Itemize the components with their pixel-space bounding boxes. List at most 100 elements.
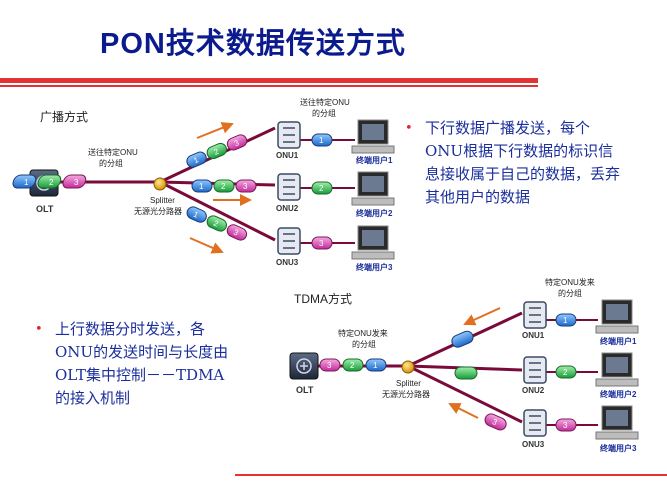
user-label: 终端用户3 — [355, 262, 393, 272]
splitter-icon — [153, 177, 167, 191]
computer-icon — [595, 352, 639, 387]
user-label: 终端用户1 — [599, 336, 637, 346]
packet-2 — [311, 181, 333, 195]
packet-1 — [12, 174, 37, 189]
footer-rule — [235, 474, 667, 476]
broadcast-diagram: OLT 送往特定ONU 的分组 1 2 3 Splitter 无源光分路器 1 … — [12, 97, 395, 272]
packet-3 — [62, 174, 87, 189]
packet-label: 2 — [212, 219, 220, 229]
direction-arrow — [448, 403, 479, 419]
packet-group: 1 2 3 — [12, 174, 87, 189]
onu-note: 的分组 — [312, 108, 336, 118]
tdma-diagram: OLT 特定ONU发来 的分组 3 2 1 Splitter 无源光分路器 3 … — [289, 277, 639, 453]
packet-1 — [311, 133, 333, 147]
direction-arrow — [196, 122, 234, 139]
splitter-icon — [401, 360, 415, 374]
tdma-mode-label: TDMA方式 — [294, 292, 352, 306]
packet-3 — [555, 418, 577, 432]
onu-icon — [523, 356, 547, 384]
onu-note: 特定ONU发来 — [545, 277, 595, 287]
packet-label: 2 — [49, 178, 54, 187]
onu-label: ONU1 — [522, 331, 545, 340]
packet-label: 3 — [243, 182, 248, 191]
computer-icon — [595, 405, 639, 440]
packet-group: 3 2 1 — [319, 358, 387, 372]
branch-packets-lower: 1 2 3 — [186, 206, 248, 241]
computer-icon — [351, 225, 395, 260]
splitter-label: 无源光分路器 — [134, 206, 182, 216]
onu-icon — [523, 409, 547, 437]
bullet-line: ONU根据下行数据的标识信 — [425, 142, 614, 160]
olt-label: OLT — [36, 204, 54, 214]
packet-3 — [319, 358, 341, 372]
bullet-line: 其他用户的数据 — [425, 188, 531, 206]
olt-note: 送往特定ONU — [88, 147, 138, 157]
onu-icon — [277, 121, 301, 149]
fiber-line — [159, 180, 276, 242]
onu-icon — [277, 227, 301, 255]
upstream-packet — [454, 366, 478, 380]
bullet-line: 上行数据分时发送，各 — [55, 320, 206, 338]
packet-label: 3 — [74, 178, 79, 187]
olt-label: OLT — [296, 385, 314, 395]
packet-label: 2 — [221, 182, 226, 191]
packet-label: 3 — [319, 239, 324, 248]
packet-label: 1 — [24, 178, 29, 187]
packet-1 — [365, 358, 387, 372]
packet-label: 1 — [192, 155, 200, 165]
packet-label: 3 — [563, 421, 568, 430]
packet-label: 3 — [491, 417, 499, 427]
packet-label: 1 — [192, 210, 200, 220]
packet-2 — [37, 174, 62, 189]
title-underline — [0, 78, 538, 83]
bullet-line: ONU的发送时间与长度由 — [55, 343, 229, 361]
user-label: 终端用户3 — [599, 443, 637, 453]
broadcast-bullet: • 下行数据广播发送，每个 ONU根据下行数据的标识信 息接收属于自己的数据，丢… — [405, 117, 665, 209]
onu-label: ONU2 — [276, 204, 299, 213]
bullet-line: 息接收属于自己的数据，丢弃 — [425, 165, 621, 183]
splitter-label: 无源光分路器 — [382, 389, 430, 399]
splitter-label: Splitter — [396, 379, 421, 388]
onu-label: ONU3 — [276, 258, 299, 267]
olt-note: 特定ONU发来 — [338, 328, 388, 338]
broadcast-mode-label: 广播方式 — [40, 110, 89, 124]
packet-label: 1 — [199, 182, 204, 191]
packet-label: 2 — [563, 368, 568, 377]
onu-note: 送往特定ONU — [300, 97, 350, 107]
upstream-packet — [451, 330, 474, 348]
packet-label: 2 — [319, 184, 324, 193]
computer-icon — [351, 171, 395, 206]
olt-note: 的分组 — [352, 339, 376, 349]
onu-icon — [523, 301, 547, 329]
user-label: 终端用户1 — [355, 155, 393, 165]
packet-3 — [311, 236, 333, 250]
computer-icon — [595, 299, 639, 334]
computer-icon — [351, 119, 395, 154]
packet-2 — [555, 365, 577, 379]
splitter-label: Splitter — [150, 196, 175, 205]
upstream-packet: 3 — [484, 413, 507, 431]
packet-1 — [555, 313, 577, 327]
onu-label: ONU3 — [522, 440, 545, 449]
user-label: 终端用户2 — [355, 208, 393, 218]
packet-label: 3 — [233, 138, 241, 148]
packet-label: 3 — [232, 228, 240, 238]
olt-note: 的分组 — [99, 158, 123, 168]
user-label: 终端用户2 — [599, 389, 637, 399]
bullet-line: 的接入机制 — [55, 389, 131, 407]
packet-label: 3 — [327, 361, 332, 370]
branch-packets-middle: 1 2 3 — [191, 179, 257, 193]
bullet-line: OLT集中控制－－TDMA — [55, 366, 225, 384]
tdma-bullet: • 上行数据分时发送，各 ONU的发送时间与长度由 OLT集中控制－－TDMA … — [35, 318, 255, 410]
packet-label: 2 — [212, 147, 220, 157]
olt-icon — [289, 352, 319, 380]
packet-label: 1 — [319, 136, 324, 145]
page-title: PON技术数据传送方式 — [100, 28, 406, 60]
packet-label: 1 — [563, 316, 568, 325]
onu-note: 的分组 — [558, 288, 582, 298]
onu-label: ONU2 — [522, 386, 545, 395]
bullet-line: 下行数据广播发送，每个 — [425, 119, 591, 137]
packet-label: 1 — [373, 361, 378, 370]
title-underline-thin — [0, 85, 538, 87]
